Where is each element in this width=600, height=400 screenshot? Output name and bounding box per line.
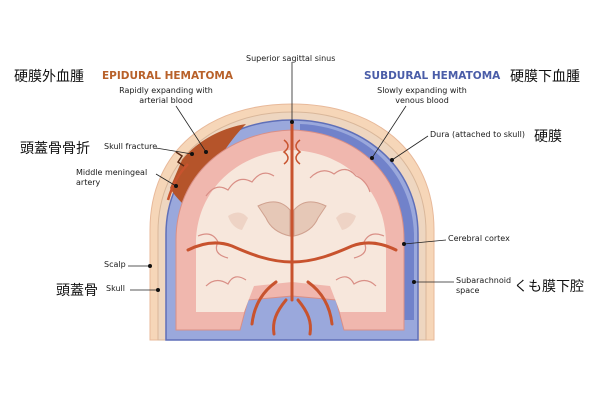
label-cerebral-cortex: Cerebral cortex: [448, 234, 510, 243]
jp-label-dura: 硬膜: [534, 129, 562, 145]
label-epidural-desc-2: arterial blood: [139, 96, 193, 105]
jp-label-subdural: 硬膜下血腫: [510, 69, 580, 85]
label-subdural-desc-1: Slowly expanding with: [377, 86, 467, 95]
label-dura: Dura (attached to skull): [430, 130, 525, 139]
label-middle-meningeal-1: Middle meningeal: [76, 168, 148, 177]
jp-label-epidural: 硬膜外血腫: [14, 69, 84, 85]
label-superior-sagittal-sinus: Superior sagittal sinus: [246, 54, 336, 63]
lateral-ventricles: [257, 201, 327, 237]
skull-fracture: [175, 151, 185, 167]
leader-lines: [128, 62, 454, 291]
title-subdural-hematoma: SUBDURAL HEMATOMA: [364, 70, 501, 82]
label-middle-meningeal-2: artery: [76, 178, 101, 187]
jp-label-skull: 頭蓋骨: [56, 283, 98, 299]
label-scalp: Scalp: [104, 260, 126, 269]
subdural-hematoma: [300, 124, 414, 320]
label-epidural-desc-1: Rapidly expanding with: [119, 86, 213, 95]
label-subarachnoid-2: space: [456, 286, 480, 295]
title-epidural-hematoma: EPIDURAL HEMATOMA: [102, 70, 233, 82]
middle-meningeal-artery: [166, 163, 189, 201]
label-subarachnoid-1: Subarachnoid: [456, 276, 512, 285]
jp-label-subarachnoid: くも膜下腔: [514, 279, 584, 295]
vessels: [186, 184, 398, 336]
label-skull: Skull: [106, 284, 125, 293]
label-skull-fracture: Skull fracture: [104, 142, 158, 151]
jp-label-skull-fracture: 頭蓋骨骨折: [20, 141, 90, 157]
label-subdural-desc-2: venous blood: [395, 96, 449, 105]
leader-dots: [148, 120, 416, 292]
